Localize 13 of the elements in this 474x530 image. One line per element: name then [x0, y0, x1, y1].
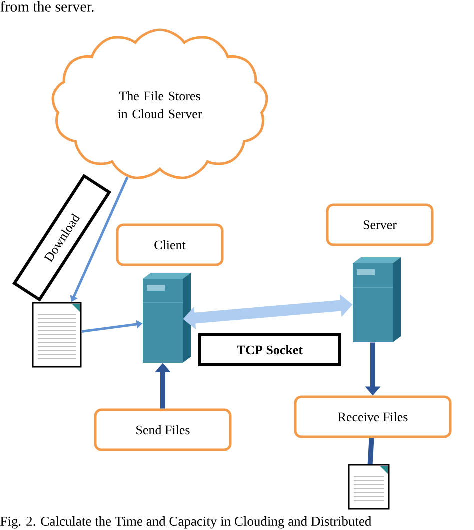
server-tower-icon: [142, 273, 191, 363]
label-box: Send Files: [94, 408, 232, 452]
server-tower-icon: [352, 258, 401, 342]
edge-label: TCP Socket: [198, 334, 342, 366]
document-icon: [348, 464, 390, 510]
label-box: Receive Files: [294, 396, 452, 438]
label-box: Server: [326, 204, 434, 246]
connector-line: [368, 438, 374, 464]
cloud: The File Stores in Cloud Server: [52, 28, 268, 180]
label-box: Client: [116, 224, 224, 266]
text-line: from the server.: [0, 1, 94, 12]
document-icon: [32, 302, 82, 368]
caption: Fig. 2. Calculate the Time and Capacity in Clouding and Distributed: [0, 516, 372, 529]
